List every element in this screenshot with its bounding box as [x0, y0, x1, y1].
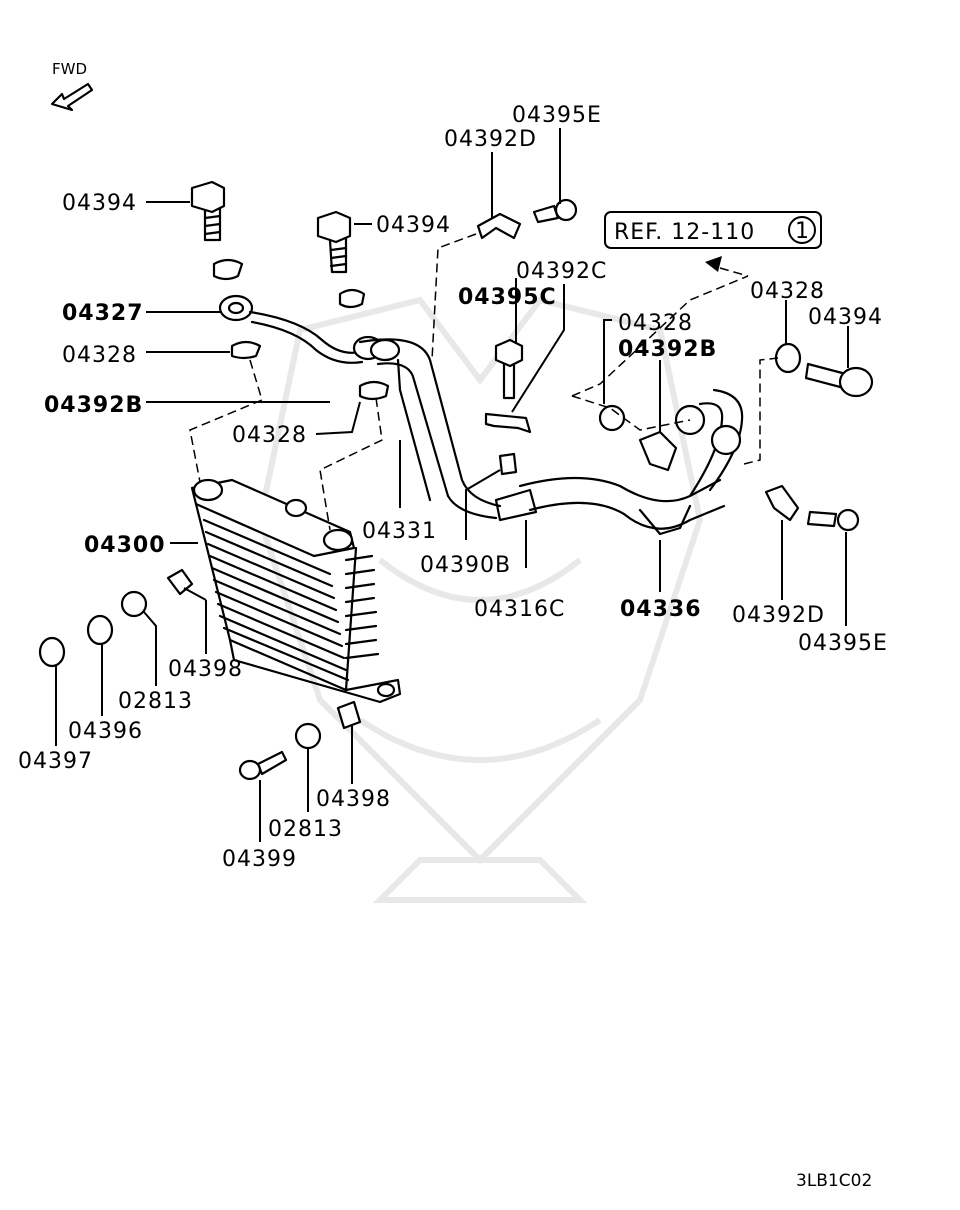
label-04331: 04331: [362, 519, 437, 544]
label-04399: 04399: [222, 847, 297, 872]
nut-04397: [38, 636, 66, 668]
label-04394-right: 04394: [808, 305, 883, 330]
label-04392B-right: 04392B: [618, 337, 717, 362]
label-04392D-top: 04392D: [444, 127, 537, 152]
washer-04328-right-b: [774, 342, 802, 374]
bolt-04399: [238, 750, 288, 781]
label-04336: 04336: [620, 597, 702, 622]
diagram-code: 3LB1C02: [796, 1171, 872, 1191]
bolt-04394-right: [804, 362, 874, 398]
clip-04392D-right: [764, 484, 800, 522]
ref-callout: REF. 12-110 1: [604, 211, 822, 277]
label-04316C: 04316C: [474, 597, 565, 622]
fwd-label: FWD: [52, 60, 87, 78]
collar-04398-right: [336, 700, 362, 730]
pipe-04327: [218, 294, 384, 364]
washer-04328-middle: [358, 380, 390, 401]
bush-02813-right: [294, 722, 322, 750]
label-04398-right: 04398: [316, 787, 391, 812]
washer-04328-left: [230, 340, 262, 360]
bolt-04395E-top: [532, 198, 578, 224]
label-04397: 04397: [18, 749, 93, 774]
leader-lines: [55, 128, 849, 842]
label-02813-right: 02813: [268, 817, 343, 842]
fwd-arrow-icon: FWD: [50, 60, 94, 112]
label-04395E-right: 04395E: [798, 631, 888, 656]
ref-label: REF. 12-110: [614, 220, 755, 245]
label-04327: 04327: [62, 301, 144, 326]
label-04396: 04396: [68, 719, 143, 744]
label-04328-middle: 04328: [232, 423, 307, 448]
washer-left: [212, 258, 244, 281]
label-04394-left: 04394: [62, 191, 137, 216]
oil-cooler-04300: [190, 478, 402, 704]
bolt-04395E-right: [806, 508, 860, 532]
label-04328-left: 04328: [62, 343, 137, 368]
label-04395C: 04395C: [458, 285, 557, 310]
bolt-04394-left: [190, 180, 226, 242]
grommet-04390B: [498, 452, 518, 476]
washer-04396: [86, 614, 114, 646]
bolt-04394-middle: [316, 210, 352, 274]
label-04392B-left: 04392B: [44, 393, 143, 418]
clamp-04392C: [484, 412, 532, 434]
label-04398-left: 04398: [168, 657, 243, 682]
label-02813-left: 02813: [118, 689, 193, 714]
ref-circle-number: 1: [795, 219, 810, 244]
label-04392C: 04392C: [516, 259, 607, 284]
bush-02813-left: [120, 590, 148, 618]
label-04395E-top: 04395E: [512, 103, 602, 128]
part-labels: 04395E 04392D 04394 04394 04392C 04395C …: [18, 103, 888, 872]
label-04328-right-top: 04328: [750, 279, 825, 304]
label-04328-right: 04328: [618, 311, 693, 336]
clip-04392B-right: [638, 430, 678, 472]
clip-04392D-top: [476, 212, 522, 240]
label-04300: 04300: [84, 533, 166, 558]
bolt-04395C: [494, 338, 524, 400]
washer-middle: [338, 288, 366, 309]
label-04394-middle: 04394: [376, 213, 451, 238]
label-04390B: 04390B: [420, 553, 511, 578]
label-04392D-right: 04392D: [732, 603, 825, 628]
pipe-04331: [358, 338, 502, 520]
hose-04336: [494, 388, 744, 536]
alignment-lines: [189, 233, 779, 531]
